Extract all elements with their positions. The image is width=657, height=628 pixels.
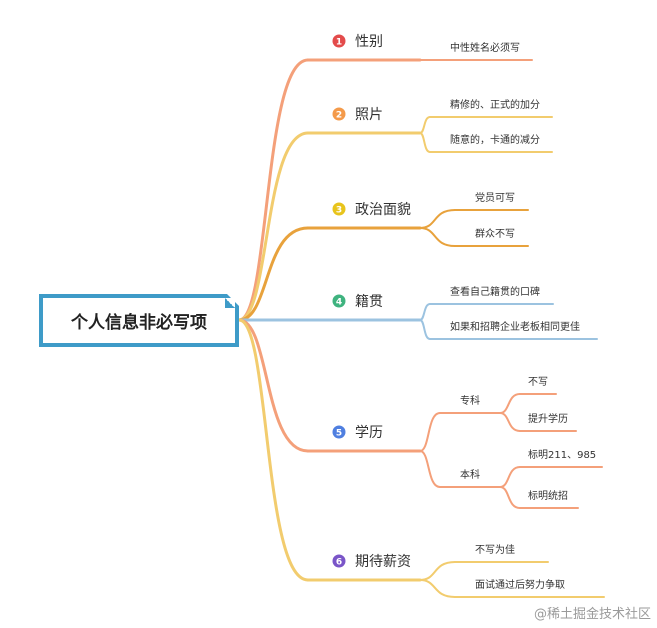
child-connector-2-1: [419, 116, 431, 134]
child-label-1-1: 中性姓名必须写: [450, 41, 520, 54]
branch-badge-4: [332, 294, 346, 308]
branch-badge-1: [332, 34, 346, 48]
branch-badge-2: [332, 107, 346, 121]
branch-badge-number-4: 4: [336, 298, 342, 308]
watermark: @稀土掘金技术社区: [533, 607, 651, 622]
root-title: 个人信息非必写项: [71, 313, 207, 333]
child-connector-5-1: [419, 412, 441, 452]
grandchild-label-5-1-1: 不写: [528, 376, 548, 388]
child-connector-3-1: [419, 209, 456, 229]
grandchild-connector-5-1-1: [499, 393, 521, 414]
grandchild-label-5-2-2: 标明统招: [528, 489, 568, 502]
child-label-6-2: 面试通过后努力争取: [475, 578, 565, 591]
grandchild-connector-5-2-2: [499, 486, 521, 509]
child-connector-5-2: [419, 450, 441, 488]
child-connector-6-2: [419, 579, 456, 598]
child-connector-2-2: [419, 132, 431, 153]
child-label-4-1: 查看自己籍贯的口碑: [450, 285, 540, 298]
branch-badge-number-3: 3: [336, 206, 342, 216]
root-fold-edge: [225, 298, 235, 308]
child-label-5-2: 本科: [460, 468, 480, 481]
grandchild-label-5-1-2: 提升学历: [528, 412, 568, 425]
child-connector-6-1: [419, 561, 456, 581]
branch-badge-number-2: 2: [336, 111, 342, 121]
root-node[interactable]: 个人信息非必写项: [39, 294, 239, 347]
branch-connector-2: [237, 131, 310, 322]
branch-badge-6: [332, 554, 346, 568]
child-label-5-1: 专科: [460, 394, 480, 407]
child-label-2-2: 随意的，卡通的减分: [450, 133, 540, 146]
branch-label-2: 照片: [355, 107, 383, 123]
branch-label-4: 籍贯: [355, 293, 383, 310]
branch-connector-5: [237, 318, 310, 453]
child-label-2-1: 精修的、正式的加分: [450, 98, 540, 111]
branch-connector-6: [237, 318, 310, 582]
branch-badge-number-1: 1: [336, 38, 342, 48]
branch-badge-5: [332, 425, 346, 439]
child-label-3-1: 党员可写: [475, 191, 515, 204]
branch-badge-number-5: 5: [336, 429, 342, 439]
branch-connector-1: [237, 58, 310, 322]
child-connector-3-2: [419, 227, 456, 247]
child-label-4-2: 如果和招聘企业老板相同更佳: [450, 320, 580, 333]
grandchild-label-5-2-1: 标明211、985: [528, 449, 596, 461]
child-label-3-2: 群众不写: [475, 227, 515, 240]
child-connector-4-1: [419, 303, 431, 321]
grandchild-connector-5-2-1: [499, 466, 521, 488]
branch-label-5: 学历: [355, 425, 383, 441]
grandchild-connector-5-1-2: [499, 412, 521, 432]
child-label-6-1: 不写为佳: [475, 543, 515, 556]
branch-connector-3: [237, 226, 310, 322]
branch-label-1: 性别: [355, 34, 383, 50]
branch-label-3: 政治面貌: [355, 202, 411, 218]
branch-badge-number-6: 6: [336, 558, 342, 568]
branch-label-6: 期待薪资: [355, 554, 411, 570]
branch-badge-3: [332, 202, 346, 216]
child-connector-4-2: [419, 319, 431, 340]
